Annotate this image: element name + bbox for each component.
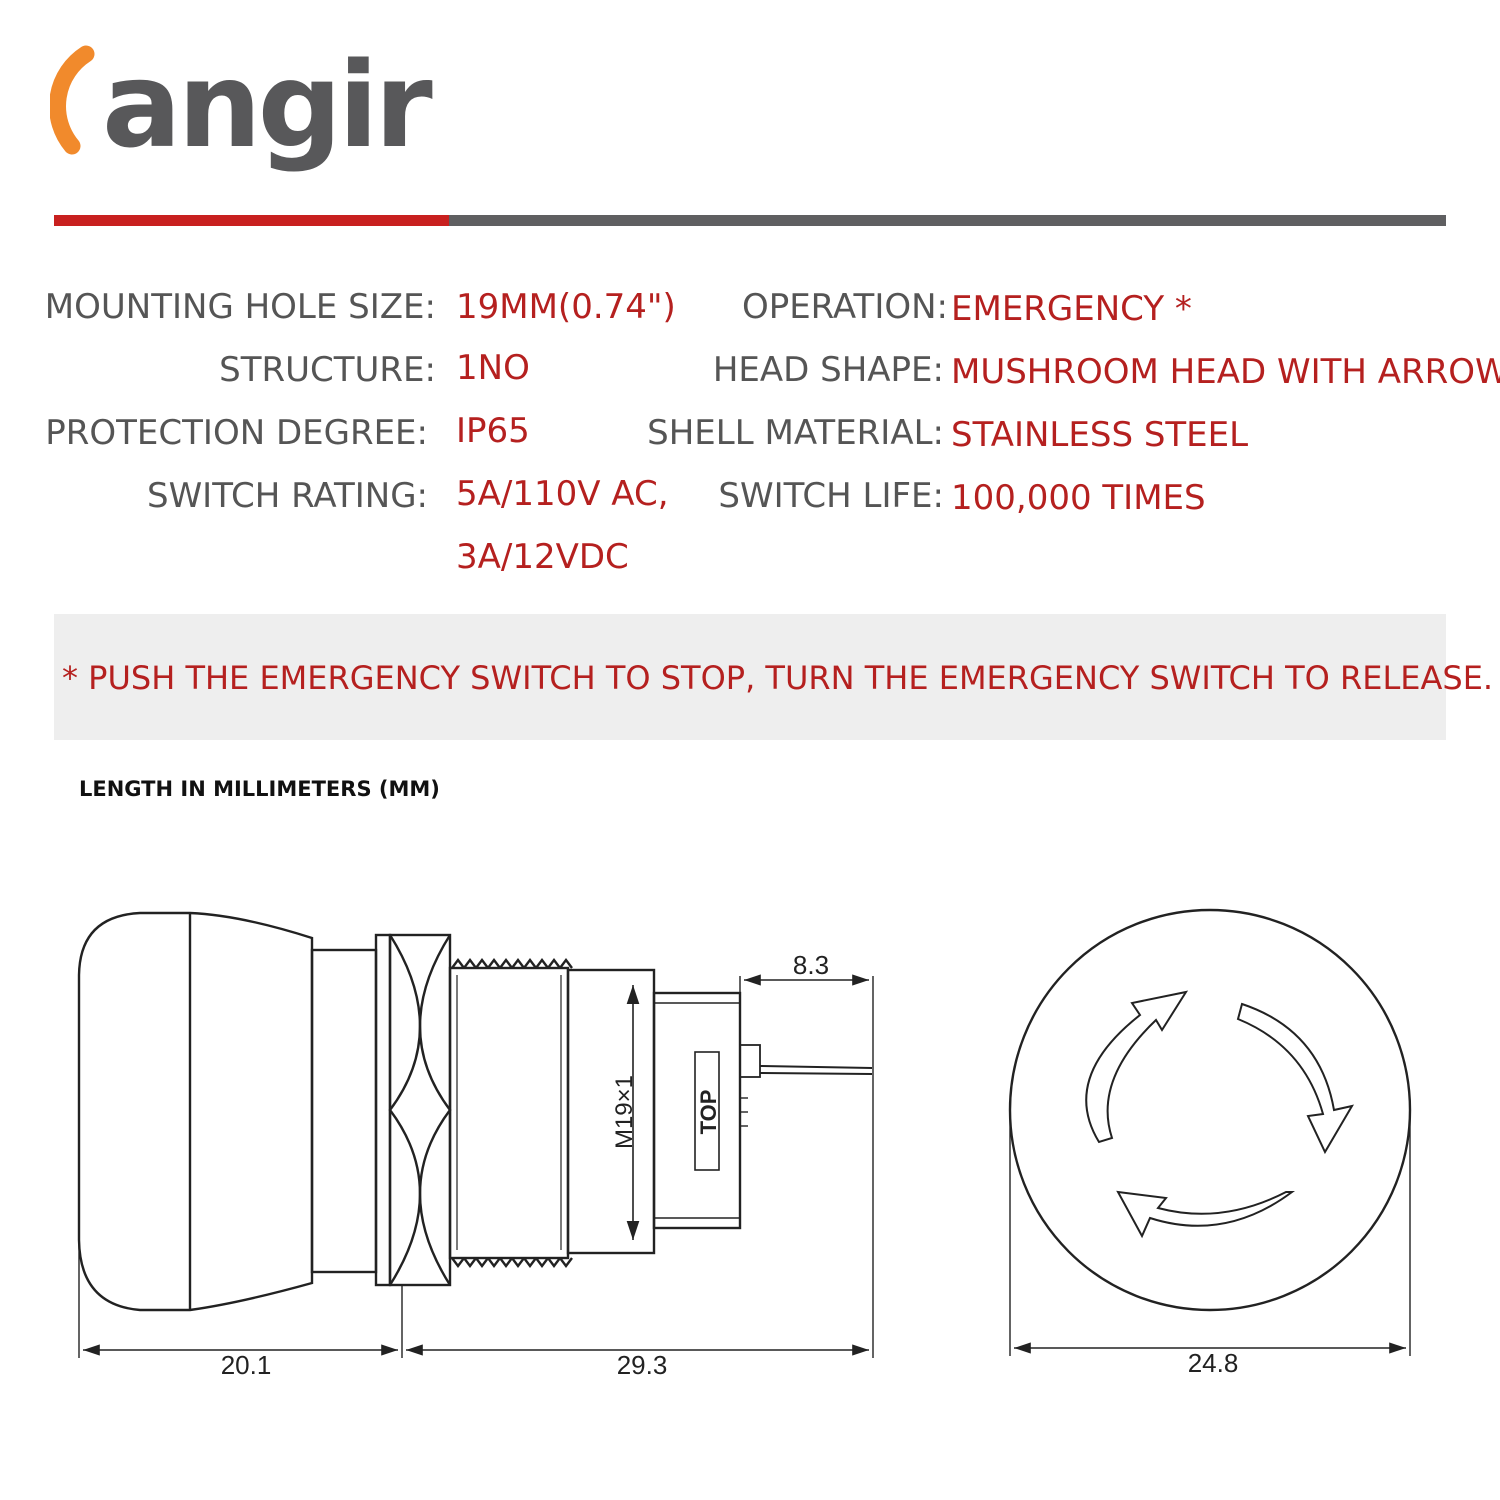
note-text: * PUSH THE EMERGENCY SWITCH TO STOP, TUR… bbox=[62, 659, 1494, 697]
terminal-lead bbox=[759, 1065, 873, 1069]
dimension-label-head-length: 20.1 bbox=[221, 1350, 272, 1380]
spec-value-operation: EMERGENCY * bbox=[951, 289, 1192, 329]
contact-block-shape bbox=[652, 991, 742, 1230]
dimension-label-body-length: 29.3 bbox=[617, 1350, 668, 1380]
spec-label-shell-material: SHELL MATERIAL: bbox=[647, 413, 944, 453]
spec-label-head-shape: HEAD SHAPE: bbox=[712, 350, 944, 390]
terminal-tab-shape bbox=[739, 1044, 761, 1078]
top-label-box bbox=[694, 1051, 720, 1171]
brand-logo: angir bbox=[50, 30, 433, 180]
thread-body-shape bbox=[448, 966, 570, 1260]
mushroom-head-shape bbox=[77, 911, 314, 1312]
spec-value-protection-degree: IP65 bbox=[456, 411, 530, 451]
units-note: LENGTH IN MILLIMETERS (MM) bbox=[79, 777, 440, 801]
top-label: TOP bbox=[696, 1090, 721, 1135]
spec-value-switch-life: 100,000 TIMES bbox=[951, 478, 1206, 518]
rotation-arrow-1 bbox=[1085, 990, 1189, 1144]
side-dimensions bbox=[78, 974, 874, 1358]
thread-teeth bbox=[451, 958, 573, 1268]
hex-nut-curve-2 bbox=[418, 934, 452, 1286]
dimension-label-terminal-length: 8.3 bbox=[793, 950, 829, 980]
rotation-arrows-icon bbox=[1085, 990, 1355, 1239]
rotation-arrow-2 bbox=[1236, 1002, 1355, 1155]
logo-arc-icon bbox=[50, 45, 95, 155]
rotation-arrow-3 bbox=[1116, 1190, 1296, 1239]
divider-red-segment bbox=[54, 215, 449, 226]
spec-label-mounting-hole-size: MOUNTING HOLE SIZE: bbox=[44, 287, 436, 327]
spec-value-switch-rating: 5A/110V AC, bbox=[456, 474, 669, 514]
spec-value-structure: 1NO bbox=[456, 348, 530, 388]
spec-label-operation: OPERATION: bbox=[741, 287, 948, 327]
hex-nut-curve-1 bbox=[388, 934, 422, 1286]
thread-label: M19×1 bbox=[611, 1075, 638, 1149]
hex-nut-shape bbox=[388, 933, 452, 1287]
spec-label-switch-rating: SWITCH RATING: bbox=[146, 476, 428, 516]
spec-label-switch-life: SWITCH LIFE: bbox=[718, 476, 944, 516]
side-view bbox=[77, 911, 873, 1312]
neck-shape bbox=[310, 948, 378, 1274]
spec-value-head-shape: MUSHROOM HEAD WITH ARROW bbox=[951, 352, 1500, 392]
divider-grey-segment bbox=[449, 215, 1446, 226]
front-dimensions bbox=[1009, 1110, 1411, 1356]
spec-value-shell-material: STAINLESS STEEL bbox=[951, 415, 1249, 455]
spec-value-switch-rating-line2: 3A/12VDC bbox=[456, 537, 629, 577]
washer-shape bbox=[374, 933, 392, 1287]
spec-label-structure: STRUCTURE: bbox=[219, 350, 436, 390]
logo-text: angir bbox=[102, 36, 433, 174]
spec-label-protection-degree: PROTECTION DEGREE: bbox=[45, 413, 428, 453]
spec-value-mounting-hole-size: 19MM(0.74") bbox=[456, 287, 676, 327]
note-box bbox=[54, 614, 1446, 740]
dimension-label-diameter: 24.8 bbox=[1188, 1348, 1239, 1378]
